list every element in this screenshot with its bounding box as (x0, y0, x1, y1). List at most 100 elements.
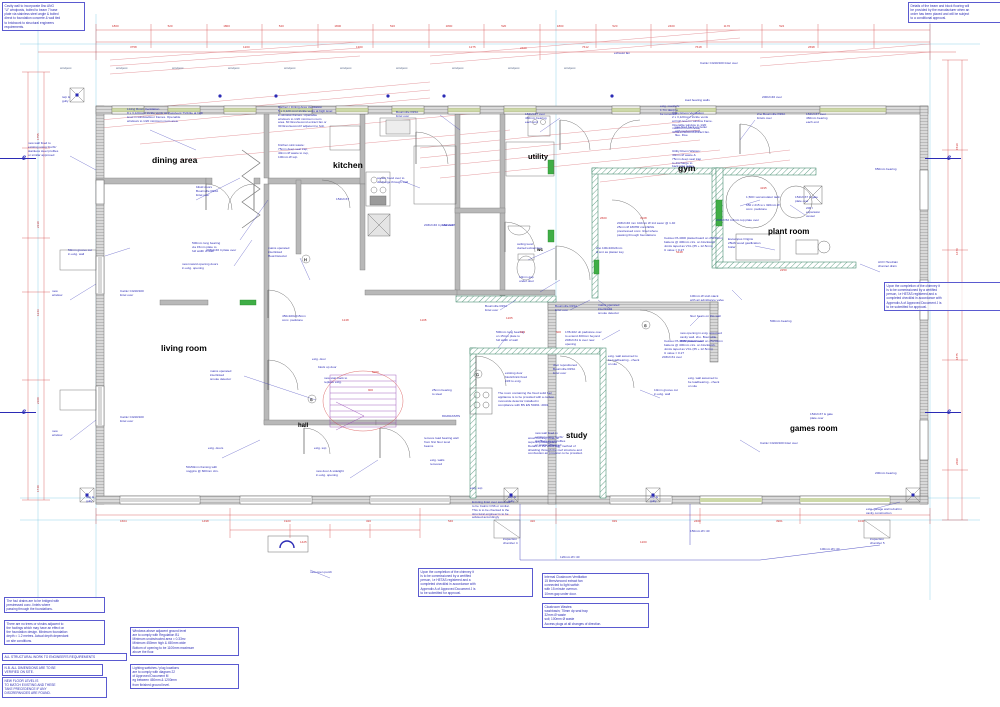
insulation-blocks (239, 159, 723, 306)
inspection-chamber-4: inspection chamber 4 (503, 537, 518, 545)
gas-fired-backup-boiler: gas-fired back up boiler with roof mount… (675, 125, 708, 137)
50mm-groove-left: 50mm groove cut in extg. wall (68, 248, 92, 256)
dimension-text: 5448 (676, 250, 683, 254)
windpost-label: windpost (340, 66, 352, 70)
rwp-gully-2: rwp & gully (86, 495, 94, 503)
178x102-ub-padstone: 178x102 ub padstone over to extend 400mm… (565, 330, 602, 346)
elevation-marker-1: e (22, 406, 26, 416)
new-stair-back-to-replace: new stair back to replace extg. (324, 376, 348, 384)
extg-svp-2: extg. svp (470, 486, 483, 490)
bournville-r15a-lintel-a: Bournville R15A lintel over (485, 304, 508, 312)
dimension-text: 1041 (858, 519, 865, 523)
dimension-text: 2698 (808, 45, 815, 49)
dimension-text: 1800 (223, 24, 230, 28)
100mm-stub-stack: 100mm Ø stub stack with air admittance v… (690, 294, 724, 302)
dimension-text: 1300 (356, 45, 363, 49)
dimension-text: 1920 (284, 519, 291, 523)
elevation-marker-line-0 (0, 158, 36, 159)
existing-lintel-assumed-note: Existing lintel over assumed to be Catni… (472, 500, 511, 520)
plant-room-vessels (725, 175, 831, 261)
203uc46-plate-over-1: 203UC46 4 plate over (206, 248, 237, 252)
elevation-marker-3: e (947, 406, 951, 416)
svg-text:H: H (304, 257, 307, 262)
dimension-text: 4195 (760, 186, 767, 190)
kitchen-sink-waste: Kitchen sink waste: 75mm deep seal trap,… (278, 143, 309, 159)
expansion-vessel: 200 l expansion vessel (806, 206, 821, 218)
dimension-lines-bottom (95, 508, 931, 538)
152uc37-over-460-b: 152UC37 over 460mm bearing each end (806, 112, 828, 124)
lighting-switches-note: Lighting switches / plug locations are t… (130, 664, 239, 689)
internal-cloakroom-ventilation-note: Internal Cloakroom Ventilation 15 litres… (542, 573, 649, 598)
dimension-text: 524 (779, 24, 785, 28)
windpost-label: windpost (396, 66, 408, 70)
room-label-gym: gym (678, 163, 696, 173)
celotex-pl4000-note: Celotex PL4000 plasterboard on 25x50mm b… (664, 339, 723, 355)
dimension-text: 520 (612, 24, 618, 28)
dimension-text: 2400 (520, 46, 527, 50)
extg-manhole: extg. manhole 1.7m deep to be removed (660, 104, 680, 116)
utility-room-wastes: Utility Room Wastes: 40mm Ø waste & 75mm… (672, 149, 702, 169)
dimension-text: 2100 (36, 397, 40, 404)
dimension-text: 1755 (36, 133, 40, 140)
room-label-wc: wc (537, 247, 544, 252)
dimension-text: 320 (366, 519, 372, 523)
152uc37-b: 152UC37 (442, 223, 456, 227)
dimension-text: 643 (520, 330, 526, 334)
new-window-left-1: new window (52, 289, 63, 297)
drain-run-label: 100mm Ø i:40 (820, 547, 840, 551)
dimension-text: 1200 (243, 45, 250, 49)
extg-svp-1: extg. svp (314, 446, 327, 450)
drainage-runs (493, 504, 891, 561)
2no-bournville: 2no Bournville R15A lintels over (757, 112, 786, 120)
dimension-text: 939 (612, 519, 618, 523)
chimney-commissioning-note-bottom: Upon the completion of the chimney it is… (418, 568, 533, 597)
rwp-gully-1: rwp & gully (62, 95, 70, 103)
2no-100x50x6: 2no 100x100x6mm & smt as plaster key (596, 246, 624, 254)
new-open-porch: new open porch (310, 570, 333, 574)
extg-wall-loadbearing-2: extg. wall assumed to be loadbearing - c… (688, 376, 720, 388)
celotex-pl4000-note-2: Celotex PL4000 plasterboard on 25x50mm b… (664, 236, 723, 252)
living-room-ventilation: Living Room Ventilation 8 x 3,120mm² tri… (127, 107, 204, 123)
elevation-marker-0: e (22, 152, 26, 162)
catnic-cg90-100-lintel-left-1: Catnic CG90/100 lintel over (120, 289, 144, 297)
windpost-label: windpost (564, 66, 576, 70)
catnic-cg90-100-lintel-right: Catnic CG90/100 lintel over (760, 441, 798, 445)
extg-door-hall: extg. door (312, 357, 326, 361)
leader-lines (69, 109, 901, 579)
dimension-text: 7612 (582, 45, 589, 49)
windpost-label: windpost (284, 66, 296, 70)
loadbearing-walls: load bearing walls (685, 98, 710, 102)
new-wall-fixed-left: new wall fixed to existing using 'Furfix… (28, 141, 59, 157)
beam-and-block-note: Details of the beam and block flooring w… (908, 2, 1000, 23)
dimension-text: 2250 (780, 268, 787, 272)
dimension-text: 520 (167, 24, 173, 28)
cavity-wall-note: Cavity wall to incorporate 8no ANG "U" w… (2, 2, 85, 31)
extg-walls-removed: extg. walls removed (430, 458, 445, 466)
room-label-plant-room: plant room (768, 227, 810, 236)
drain-run-label: 150mm Ø i:40 (690, 529, 710, 533)
smoke-detector-symbols: S H S C (301, 254, 651, 404)
elevation-marker-line-1 (0, 412, 36, 413)
500mm-long-bearing: 500mm long bearing via 15mm plate to ful… (192, 241, 221, 253)
elevation-marker-line-3 (925, 412, 961, 413)
carbon-monoxide-detector-note: The room containing the fixed solid fuel… (498, 391, 555, 407)
203uc31-over: 203UC31 over (662, 355, 682, 359)
structural-work-note: ALL STRUCTURAL WORK TO ENGINEER'S REQUIR… (2, 653, 127, 662)
dimension-text: 1875 (955, 353, 959, 360)
dimension-text: 1176 (723, 24, 731, 28)
windpost-label: windpost (172, 66, 184, 70)
dimension-text: 1498 (202, 519, 209, 523)
mains-operated-smoke-detector-2: mains operated interlinked smoke detecto… (598, 303, 620, 315)
200mm-bearing-right: 200mm bearing (875, 471, 897, 475)
dimension-text: 1800 (445, 24, 453, 28)
new-wall-fixed-study: new wall fixed to existing using 'Furfix… (535, 431, 566, 447)
dimension-text: 7618 (695, 45, 702, 49)
10mm-groove-games: 10mm groove cut in extg. wall (654, 388, 678, 396)
rwp-gully-3: rwp & gully (508, 495, 516, 503)
new-opening-extg-wall: new opening in extg. assumed cavity wall… (680, 331, 722, 343)
dimension-text: 520 (501, 24, 507, 28)
dimension-text: 1604 (120, 519, 127, 523)
foundation-drains-note: The foul drains are to be bridged with p… (4, 597, 105, 614)
